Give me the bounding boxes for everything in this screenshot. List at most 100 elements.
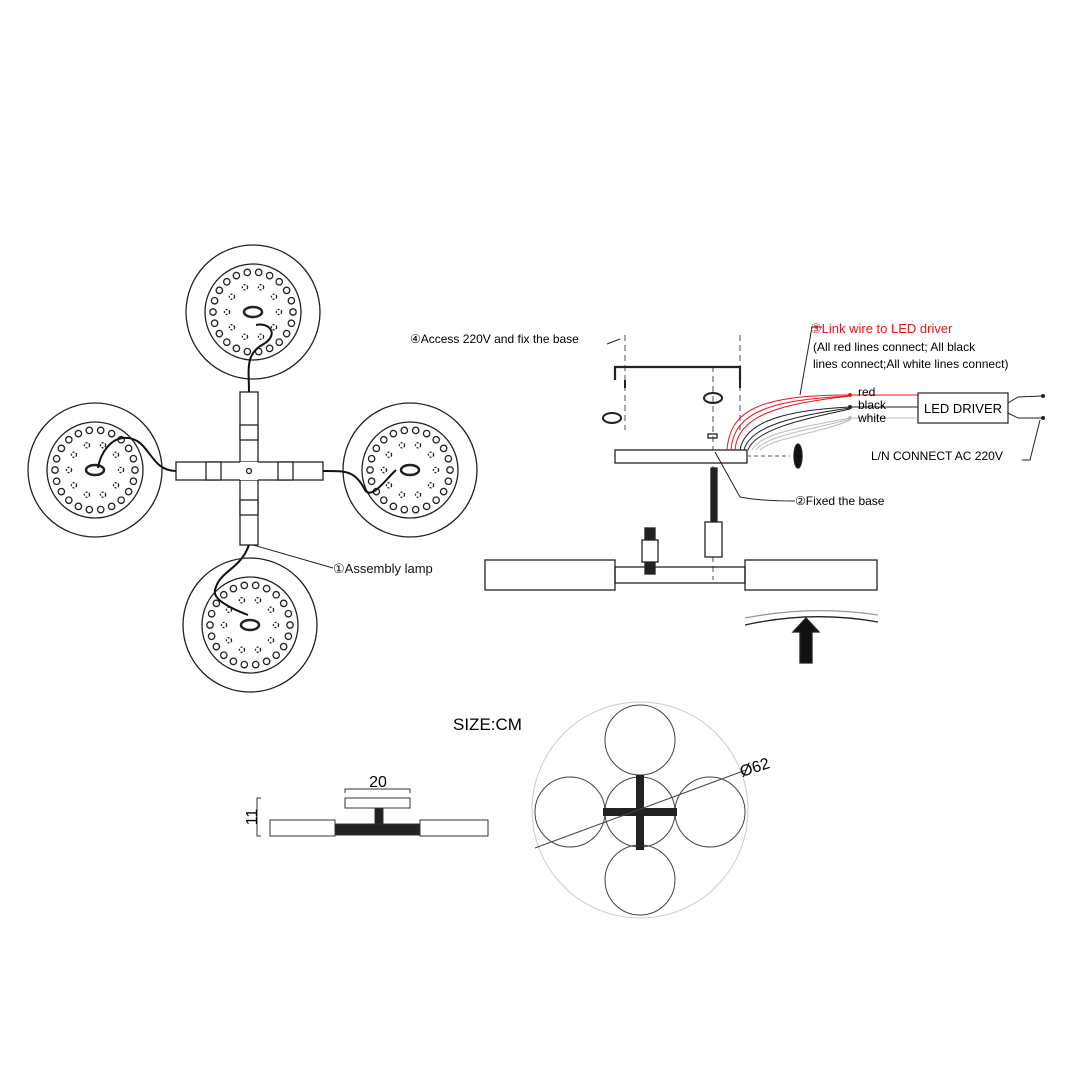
led-dot <box>270 293 278 300</box>
led-dot <box>243 347 252 356</box>
led-dot <box>427 482 435 489</box>
led-dot <box>74 429 83 438</box>
led-dot <box>222 277 231 286</box>
led-dot <box>229 584 238 593</box>
led-dot <box>215 286 224 295</box>
wire-black-label: black <box>858 398 887 412</box>
led-dot <box>52 454 61 463</box>
led-dot <box>400 505 409 514</box>
led-dot <box>241 333 249 340</box>
led-dot <box>129 454 138 463</box>
led-dot <box>254 597 262 604</box>
led-dot <box>270 324 278 331</box>
led-dot <box>380 466 388 474</box>
led-dot <box>96 505 105 514</box>
led-dot <box>243 268 252 277</box>
led-dot <box>257 333 265 340</box>
lamp-module <box>182 557 318 693</box>
led-dot <box>262 584 271 593</box>
led-dot <box>342 402 478 538</box>
installation-view <box>484 335 879 664</box>
led-dot <box>254 268 263 277</box>
led-dot <box>275 277 284 286</box>
led-dot <box>201 576 299 674</box>
led-dot <box>204 263 302 361</box>
led-dot <box>432 435 441 444</box>
led-dot <box>232 344 241 353</box>
led-driver-box <box>917 392 1009 424</box>
width-dimension: 20 <box>369 774 387 791</box>
led-dot <box>219 651 228 660</box>
lamp-part <box>399 463 421 477</box>
led-dot <box>74 502 83 511</box>
led-dot <box>70 451 78 458</box>
led-dot <box>220 621 228 629</box>
led-dot <box>229 657 238 666</box>
led-dot <box>272 590 281 599</box>
led-dot <box>267 606 275 613</box>
lamp-wires <box>97 323 397 616</box>
led-dot <box>265 344 274 353</box>
led-dot <box>379 435 388 444</box>
lamp-part <box>242 305 264 319</box>
lamp-part <box>239 618 261 632</box>
led-dot <box>275 308 283 316</box>
led-dot <box>282 329 291 338</box>
wire-bundle <box>726 326 1045 461</box>
top-view-dimensions <box>531 701 749 919</box>
led-dot <box>422 429 431 438</box>
led-dot <box>432 466 440 474</box>
led-dot <box>287 319 296 328</box>
assembly-view <box>27 244 478 693</box>
wire-white-label: white <box>857 411 886 425</box>
led-dot <box>241 284 249 291</box>
led-dot <box>232 271 241 280</box>
height-dimension: 11 <box>244 809 261 826</box>
led-dot <box>267 637 275 644</box>
led-dot <box>240 660 249 669</box>
led-dot <box>251 660 260 669</box>
led-dot <box>284 609 293 618</box>
led-dot <box>275 338 284 347</box>
led-dot <box>112 451 120 458</box>
leader-line <box>252 544 334 569</box>
led-dot <box>129 477 138 486</box>
led-dot <box>112 482 120 489</box>
led-dot <box>279 642 288 651</box>
led-dot <box>57 487 66 496</box>
led-dot <box>52 477 61 486</box>
step1-label: ①Assembly lamp <box>333 561 433 576</box>
led-dot <box>444 454 453 463</box>
led-dot <box>389 502 398 511</box>
led-dot <box>414 491 422 498</box>
led-dot <box>254 646 262 653</box>
lamp-module <box>27 402 163 538</box>
led-dot <box>83 491 91 498</box>
led-dot <box>99 442 107 449</box>
side-view-dimensions <box>256 788 489 837</box>
led-dot <box>427 451 435 458</box>
led-dot <box>51 466 59 474</box>
led-dot <box>222 338 231 347</box>
led-dot <box>131 466 139 474</box>
led-dot <box>212 599 221 608</box>
led-dot <box>225 637 233 644</box>
led-dot <box>210 319 219 328</box>
step3-title: ③Link wire to LED driver <box>810 321 953 336</box>
led-dot <box>398 491 406 498</box>
led-dot <box>46 421 144 519</box>
cross-frame <box>175 391 324 546</box>
led-dot <box>182 557 318 693</box>
led-dot <box>385 482 393 489</box>
led-dot <box>64 496 73 505</box>
led-dot <box>238 597 246 604</box>
led-dot <box>432 496 441 505</box>
led-dot <box>444 477 453 486</box>
led-dot <box>85 505 94 514</box>
wire-red-label: red <box>858 385 875 399</box>
led-dot <box>372 444 381 453</box>
led-dot <box>257 284 265 291</box>
led-dot <box>228 293 236 300</box>
led-dot <box>207 609 216 618</box>
